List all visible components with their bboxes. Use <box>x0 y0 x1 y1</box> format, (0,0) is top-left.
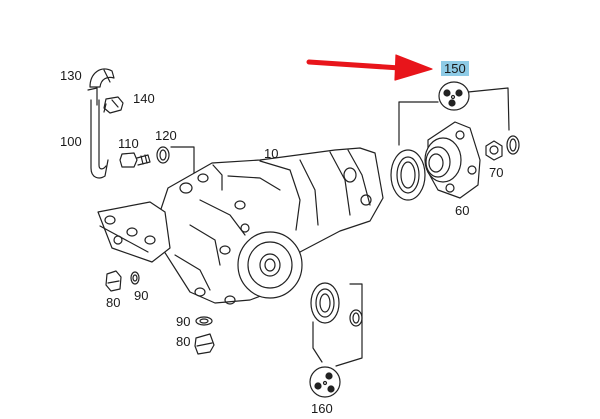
part-label-160: 160 <box>311 401 333 416</box>
vent-tube-part-100 <box>90 99 109 179</box>
washer-part-90-bottom <box>195 316 213 326</box>
drive-flange-part-60 <box>424 121 481 199</box>
breather-hose-part-130 <box>87 68 115 106</box>
pointer-arrow-icon <box>306 54 433 81</box>
part-label-90-left: 90 <box>134 288 149 303</box>
leader-line-120 <box>170 146 195 183</box>
seal-ring-part-120 <box>156 146 170 164</box>
part-label-70: 70 <box>489 165 504 180</box>
part-label-10: 10 <box>264 146 279 161</box>
clip-part-140 <box>103 96 124 114</box>
bracket-part-150 <box>398 81 510 146</box>
drain-plug-part-80-bottom <box>194 333 215 355</box>
small-seal-part-160 <box>349 309 363 327</box>
part-label-80-left: 80 <box>106 295 121 310</box>
bolt-part-110 <box>119 152 151 168</box>
drain-plug-part-80-left <box>105 270 122 292</box>
washer-part-90-left <box>130 271 140 285</box>
shaft-seal-ring-part-160 <box>310 282 340 324</box>
mounting-arm <box>97 201 171 263</box>
part-label-150: 150 <box>441 61 469 76</box>
part-label-90-bottom: 90 <box>176 314 191 329</box>
part-label-140: 140 <box>133 91 155 106</box>
washer-part-70 <box>506 135 520 155</box>
part-label-120: 120 <box>155 128 177 143</box>
part-label-80-bottom: 80 <box>176 334 191 349</box>
differential-housing-part-10 <box>149 147 384 305</box>
part-label-100: 100 <box>60 134 82 149</box>
part-label-130: 130 <box>60 68 82 83</box>
part-label-60: 60 <box>455 203 470 218</box>
part-label-110: 110 <box>118 136 139 151</box>
nut-part-70 <box>485 140 503 161</box>
shaft-seal-ring-part-60 <box>390 149 426 201</box>
bracket-part-160 <box>309 283 363 398</box>
